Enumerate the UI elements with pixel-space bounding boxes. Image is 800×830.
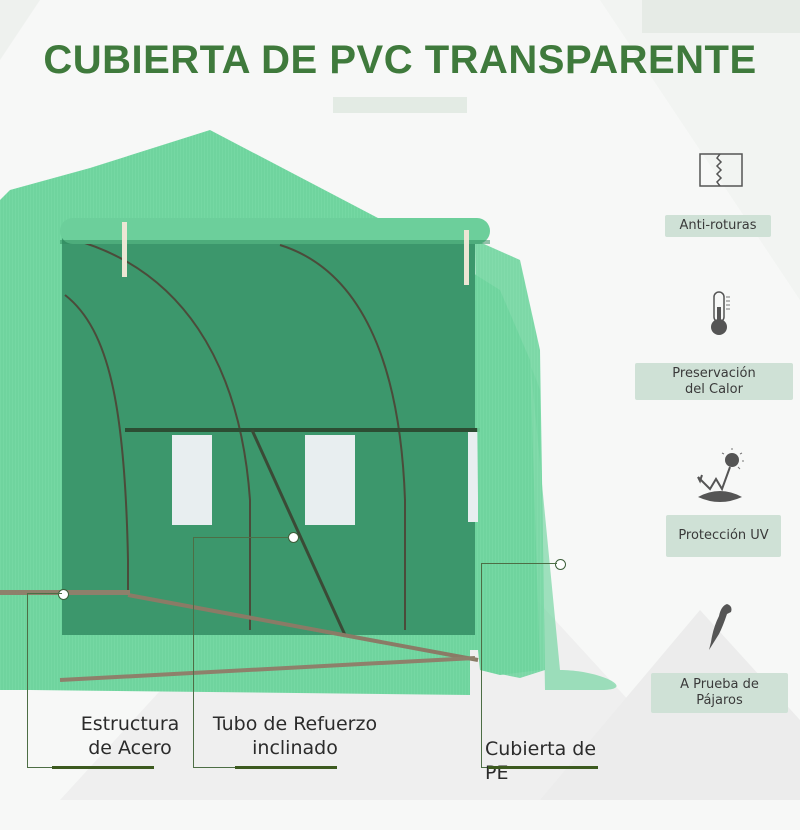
callout-dot-estructura bbox=[58, 589, 69, 600]
callout-line bbox=[481, 563, 482, 768]
callout-line bbox=[27, 593, 62, 594]
feature-label-preservacion-calor: Preservación del Calor bbox=[635, 363, 793, 400]
uv-protection-icon bbox=[697, 448, 744, 502]
page-title: CUBIERTA DE PVC TRANSPARENTE bbox=[43, 38, 757, 82]
callout-line2: inclinado bbox=[252, 737, 338, 759]
callout-underline bbox=[235, 766, 337, 769]
bird-icon bbox=[709, 604, 732, 650]
callout-cubierta-pe: Cubierta de PE bbox=[485, 737, 610, 785]
callout-dot-tubo bbox=[288, 532, 299, 543]
callout-line1: Tubo de Refuerzo bbox=[212, 713, 378, 735]
feature-label-proteccion-uv: Protección UV bbox=[666, 515, 781, 557]
callout-line1: Estructura bbox=[80, 713, 180, 735]
title-underline-bar bbox=[333, 97, 467, 113]
callout-line bbox=[193, 537, 194, 768]
callout-line bbox=[193, 767, 236, 768]
callout-underline bbox=[52, 766, 154, 769]
callout-line bbox=[27, 593, 28, 768]
callout-line bbox=[193, 537, 289, 538]
callout-line bbox=[27, 767, 52, 768]
corner-decoration bbox=[642, 0, 800, 33]
callout-dot-cubierta bbox=[555, 559, 566, 570]
callout-underline bbox=[488, 766, 598, 769]
callout-estructura-acero: Estructura de Acero bbox=[55, 712, 205, 760]
callout-line bbox=[481, 767, 491, 768]
tear-icon bbox=[699, 153, 743, 187]
callout-tubo-refuerzo: Tubo de Refuerzo inclinado bbox=[205, 712, 385, 760]
callout-line2: de Acero bbox=[88, 737, 172, 759]
callout-line bbox=[481, 563, 557, 564]
callout-line1: Cubierta de PE bbox=[485, 738, 597, 784]
feature-label-anti-roturas: Anti-roturas bbox=[665, 215, 771, 237]
thermometer-icon bbox=[711, 291, 730, 335]
feature-label-prueba-pajaros: A Prueba de Pájaros bbox=[651, 673, 788, 713]
